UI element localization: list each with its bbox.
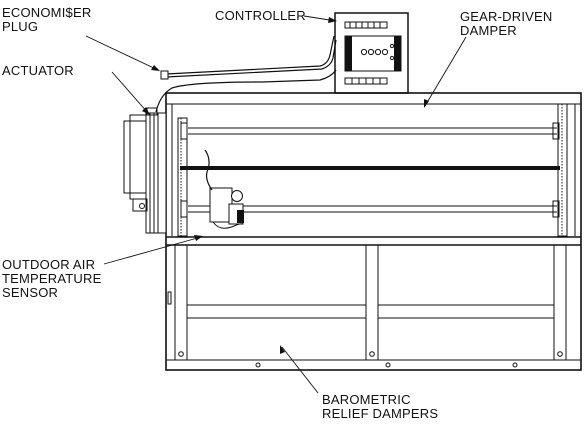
outdoor-air-sensor bbox=[209, 187, 244, 229]
barometric-relief-dampers bbox=[167, 244, 567, 368]
controller bbox=[334, 12, 409, 94]
outdoor-air-sensor-label: OUTDOOR AIR TEMPERATURE SENSOR bbox=[2, 258, 101, 300]
actuator bbox=[123, 107, 167, 234]
leader-arrowheads bbox=[142, 17, 429, 354]
economiser-plug-label-line2: PLUG bbox=[2, 19, 39, 34]
leader-lines bbox=[85, 15, 467, 394]
main-frame bbox=[165, 92, 582, 371]
gear-driven-damper bbox=[171, 103, 576, 237]
economiser-plug-label-line1: ECONOMI$ER bbox=[2, 5, 92, 20]
outdoor-air-sensor-label-line3: SENSOR bbox=[2, 285, 59, 300]
actuator-label: ACTUATOR bbox=[2, 63, 74, 78]
outdoor-air-sensor-label-line2: TEMPERATURE bbox=[2, 271, 102, 286]
barometric-relief-dampers-label: BAROMETRIC RELIEF DAMPERS bbox=[322, 393, 438, 421]
outdoor-air-sensor-label-line1: OUTDOOR AIR bbox=[2, 257, 96, 272]
barometric-relief-dampers-label-line1: BAROMETRIC bbox=[322, 392, 411, 407]
gear-driven-damper-label-line2: DAMPER bbox=[460, 23, 517, 38]
economiser-plug-label: ECONOMI$ER PLUG bbox=[2, 6, 91, 34]
gear-driven-damper-label-line1: GEAR-DRIVEN bbox=[460, 9, 553, 24]
barometric-relief-dampers-label-line2: RELIEF DAMPERS bbox=[322, 406, 439, 421]
wiring bbox=[155, 35, 337, 191]
controller-label: CONTROLLER bbox=[215, 8, 306, 23]
gear-driven-damper-label: GEAR-DRIVEN DAMPER bbox=[460, 10, 553, 38]
